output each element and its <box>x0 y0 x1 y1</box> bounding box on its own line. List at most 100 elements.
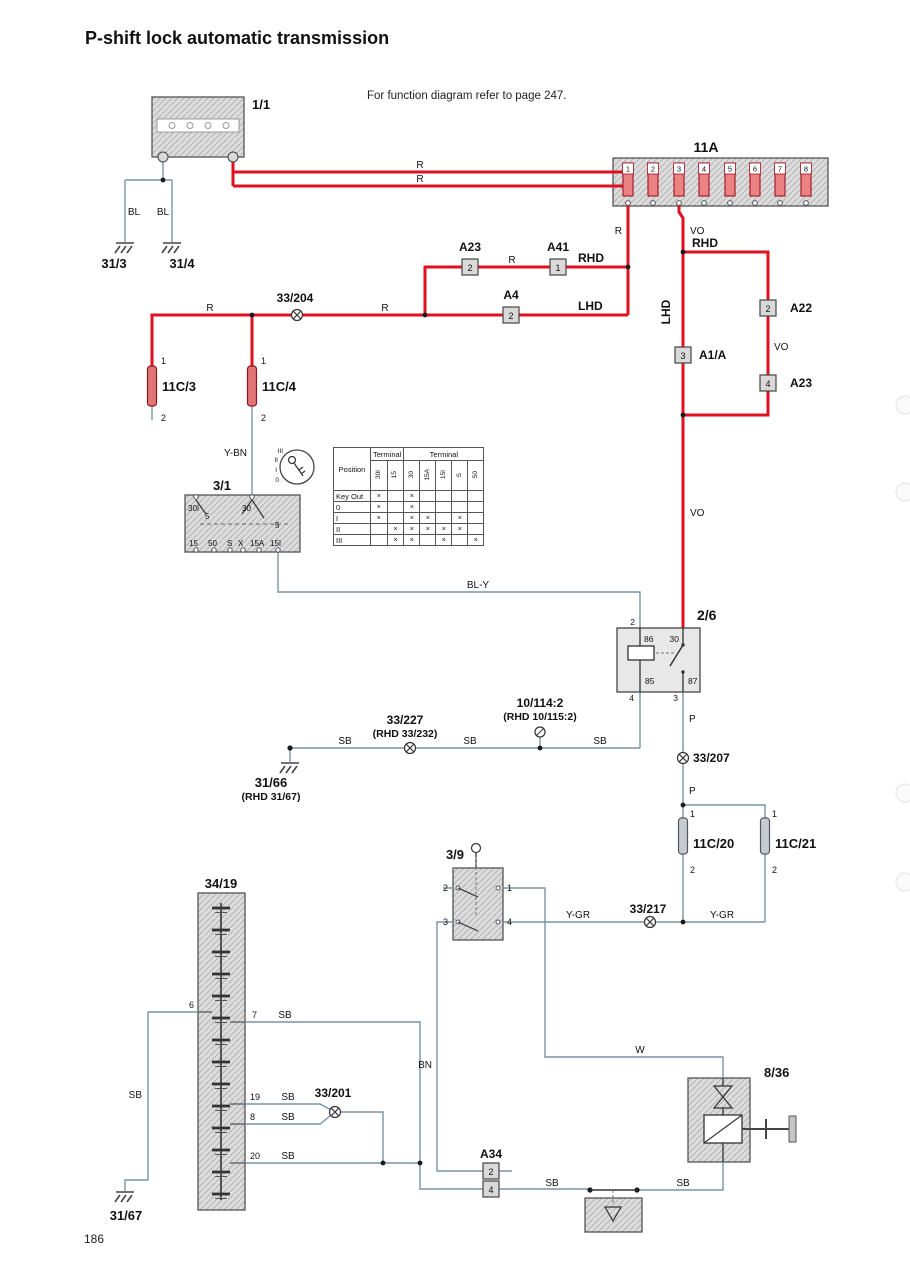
connector-a22-label: A22 <box>790 301 812 315</box>
pin-number: 19 <box>250 1092 260 1102</box>
mark-cell: × <box>370 512 388 524</box>
mark-cell <box>467 523 485 535</box>
connector-pin: 2 <box>467 263 472 273</box>
solenoid-component <box>703 1078 797 1162</box>
ground-icon <box>114 242 135 254</box>
fuse-number: 7 <box>778 165 782 174</box>
mark-cell: × <box>370 490 388 502</box>
connector-a4-box <box>502 306 520 324</box>
ground-icon <box>279 762 300 774</box>
connector-11c20-label: 11C/20 <box>693 836 734 851</box>
terminal-header-cell: 15I <box>435 460 453 491</box>
fuse-number: 4 <box>702 165 706 174</box>
relay-pin: 30 <box>670 634 680 644</box>
fuse-7-icon <box>774 162 786 206</box>
position-cell: Key Out <box>333 490 371 502</box>
splice-33-204-label: 33/204 <box>277 291 314 305</box>
key-position-label: 0 <box>275 477 279 484</box>
fuse-number: 5 <box>728 165 732 174</box>
connector-pin: 2 <box>488 1167 493 1177</box>
wire-label-r: R <box>416 160 423 171</box>
ignition-terminal: 15I <box>270 539 281 548</box>
key-position-label: I <box>275 467 277 474</box>
pin-number: 1 <box>261 356 266 366</box>
mark-cell: × <box>386 534 405 546</box>
wire-label-vo: VO <box>690 226 705 237</box>
wire-label-sb: SB <box>463 736 477 747</box>
connector-a23-right-label: A23 <box>790 376 812 390</box>
connector-11c3-icon <box>146 365 158 407</box>
fuse-8-icon <box>800 162 812 206</box>
splice-33-207-label: 33/207 <box>693 751 730 765</box>
pin-number: 2 <box>161 413 166 423</box>
fuse-4-icon <box>698 162 710 206</box>
c-pillar-connectors <box>146 365 771 855</box>
ignition-terminal: 5 <box>275 521 280 530</box>
pin-number: 2 <box>690 865 695 875</box>
fusebox-body <box>612 157 829 207</box>
connector-11c4-icon <box>246 365 258 407</box>
wire-label-bl: BL <box>128 207 141 218</box>
lhd-top-label: LHD <box>578 299 603 313</box>
splice-33-227-rhd-label: (RHD 33/232) <box>373 728 438 740</box>
ignition-position-table: Position Terminal Terminal 30I 15 30 15A… <box>333 447 485 546</box>
page-punch-holes <box>895 395 910 892</box>
wire-label-bn: BN <box>418 1060 432 1071</box>
mark-cell <box>419 490 437 502</box>
mark-cell <box>386 490 405 502</box>
component-bodies <box>151 96 829 1233</box>
relay-pin: 4 <box>629 693 634 703</box>
wire-label-bl: BL <box>157 207 170 218</box>
pin-number: 1 <box>161 356 166 366</box>
pin-number: 2 <box>261 413 266 423</box>
splice-icon <box>328 1105 342 1119</box>
terminal-header-cell: 30I <box>370 460 388 491</box>
mark-cell: × <box>403 490 421 502</box>
wire-label-r: R <box>508 255 515 266</box>
connector-a41-box <box>549 258 567 276</box>
table-header-row: Position Terminal Terminal <box>333 447 485 491</box>
lhd-vertical-label: LHD <box>659 299 673 324</box>
position-cell: 0 <box>333 501 371 513</box>
fuse-number: 8 <box>804 165 808 174</box>
mark-cell: × <box>403 512 421 524</box>
position-cell: II <box>333 523 371 535</box>
gear-selector-component <box>198 903 245 1200</box>
connector-pin: 4 <box>765 379 770 389</box>
wire-label-vo: VO <box>774 342 789 353</box>
battery-label: 1/1 <box>252 97 270 112</box>
ignition-terminal: 15A <box>250 539 265 548</box>
connector-11c4-label: 11C/4 <box>262 379 297 394</box>
mark-cell: × <box>419 512 437 524</box>
fuse-2-icon <box>647 162 659 206</box>
relay-component <box>616 627 701 693</box>
mark-cell: × <box>419 523 437 535</box>
plunger-icon <box>742 1119 789 1139</box>
connector-pin: 1 <box>555 263 560 273</box>
fusebox-label: 11A <box>694 139 719 155</box>
pin-number: 2 <box>772 865 777 875</box>
pin-number: 8 <box>250 1112 255 1122</box>
terminal-header-cell: S <box>451 460 469 491</box>
ground-icon <box>161 242 182 254</box>
position-cell: III <box>333 534 371 546</box>
ignition-switch-label: 3/1 <box>213 478 231 493</box>
wire-label-sb: SB <box>129 1090 143 1101</box>
wire-label-r: R <box>206 303 213 314</box>
inline-connectors <box>461 258 777 1198</box>
terminal-header-cell: 50 <box>467 460 485 491</box>
terminal-header-cell: 15A <box>419 460 437 491</box>
wire-label-ygr: Y-GR <box>566 910 590 921</box>
pin-number: 7 <box>252 1010 257 1020</box>
wire-label-p: P <box>689 786 696 797</box>
red-power-wires <box>150 160 770 628</box>
connector-a23-top-label: A23 <box>459 240 481 254</box>
splice-33-217-label: 33/217 <box>630 902 667 916</box>
relay-pin: 3 <box>673 693 678 703</box>
connector-11c20-icon <box>677 817 689 855</box>
pin-number: 1 <box>690 809 695 819</box>
ground-31-66-rhd-label: (RHD 31/67) <box>242 791 301 803</box>
wire-label-sb: SB <box>676 1178 690 1189</box>
splice-icon <box>290 308 304 322</box>
pawl-housing-body <box>584 1197 643 1233</box>
